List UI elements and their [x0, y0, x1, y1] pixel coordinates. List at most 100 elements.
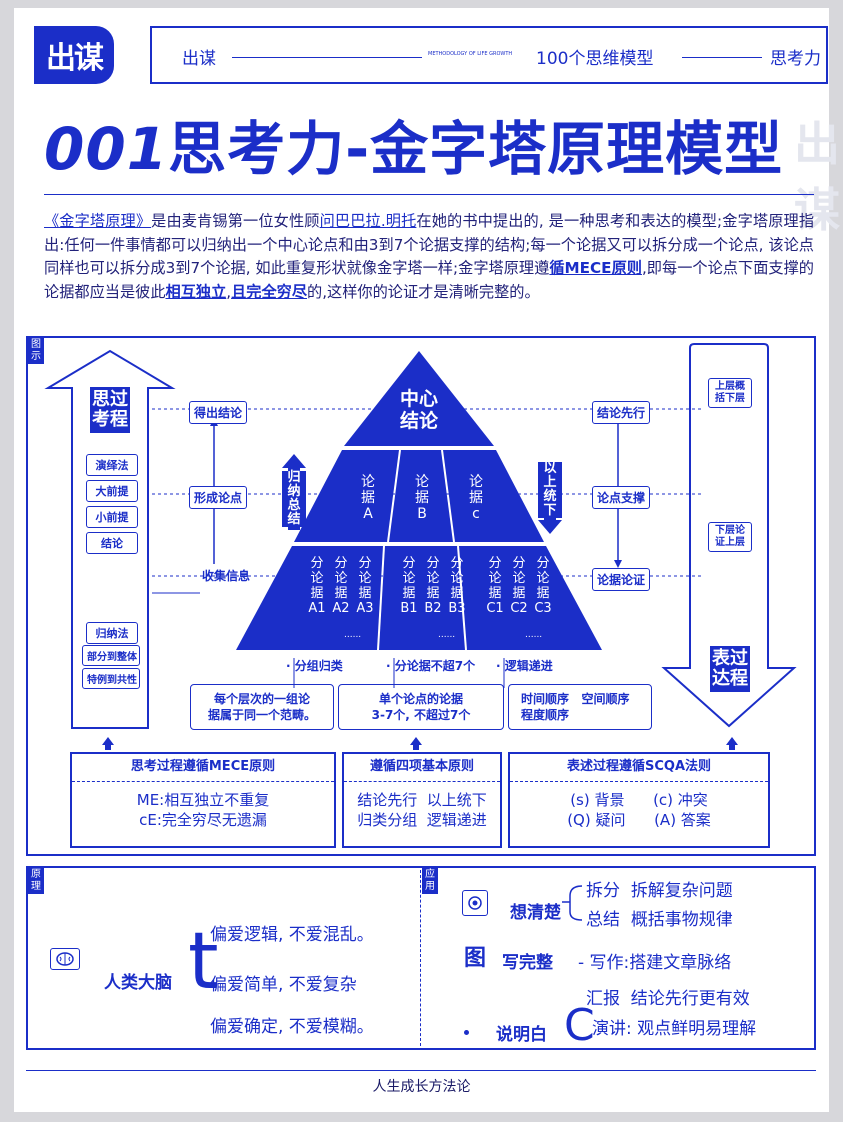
sub-box-text: 单个论点的论据 — [378, 692, 463, 706]
intro-text: 是由麦肯锡第一位女性顾 — [151, 212, 320, 230]
rule-box-body: (s) 背景 (c) 冲突 (Q) 疑问 (A) 答案 — [510, 782, 768, 830]
pyramid-base-char: 据 — [426, 586, 440, 601]
pyramid-divider — [441, 449, 455, 543]
intro-keyword-1: 相互独立 — [165, 282, 227, 301]
pyramid-mid-text: 论 — [415, 474, 429, 490]
sublabel-limit: · 分论据不超7个 — [386, 659, 476, 673]
brand-logo: 出谋 — [34, 26, 114, 84]
pyramid-divider — [387, 449, 401, 543]
method-minor-premise: 小前提 — [86, 506, 138, 528]
pyramid-base-id: C3 — [534, 601, 552, 616]
sublabel-text: 逻辑递进 — [504, 659, 553, 673]
pyramid-mid-text: 论 — [469, 474, 483, 490]
method-part-to-whole: 部分到整体 — [82, 645, 140, 666]
rule-box-scqa: 表述过程遵循SCQA法则 (s) 背景 (c) 冲突 (Q) 疑问 (A) 答案 — [508, 752, 770, 848]
brain-icon — [50, 948, 80, 970]
label-upper-summary: 上层概括下层 — [708, 378, 752, 408]
rule-box-body: 结论先行 以上统下归类分组 逻辑递进 — [344, 782, 500, 830]
principle-line-3: 偏爱确定, 不爱模糊。 — [210, 1017, 374, 1037]
pyramid-base-char: 分 — [402, 556, 416, 571]
pyramid-base-char: 论 — [334, 571, 348, 586]
sublabel-text: 分组归类 — [294, 659, 343, 673]
sub-box-category: 每个层次的一组论据属于同一个范畴。 — [190, 684, 334, 730]
pyramid-mid-text: 据 — [415, 490, 429, 506]
label-topdown: 以上统下 — [538, 462, 562, 518]
pyramid-base-char: 论 — [310, 571, 324, 586]
title-rule — [44, 194, 814, 195]
small-up-arrow — [102, 737, 114, 750]
pyramid-base-char: 分 — [512, 556, 526, 571]
pyramid-base-char: 分 — [450, 556, 464, 571]
title-number: 001 — [44, 115, 169, 183]
app-summary-key: 总结 — [586, 910, 620, 930]
footer-rule — [26, 1070, 816, 1071]
bullet-dot — [464, 1030, 469, 1035]
pyramid-base-char: 分 — [310, 556, 324, 571]
rule-box-line: (Q) 疑问 (A) 答案 — [567, 811, 711, 829]
intro-text: , — [226, 282, 232, 301]
label-collect-info: 收集信息 — [202, 569, 251, 583]
page-title: 001思考力-金字塔原理模型 — [44, 102, 783, 186]
sub-box-order: 时间顺序 空间顺序程度顺序 — [508, 684, 652, 730]
principle-brain: 人类大脑 — [104, 973, 172, 993]
app-explain: 说明白 — [496, 1025, 547, 1045]
pyramid-base-char: 分 — [488, 556, 502, 571]
diagram-frame — [26, 336, 816, 856]
pyramid-base-char: 论 — [450, 571, 464, 586]
app-summary: 总结 概括事物规律 — [586, 905, 733, 930]
pyramid-base-char: 分 — [426, 556, 440, 571]
principle-tag: 原理 — [28, 868, 44, 894]
brace-icon — [562, 885, 583, 921]
pyramid-mid-text: B — [417, 506, 427, 522]
method-deductive: 演绎法 — [86, 454, 138, 476]
pyramid-base-char: 据 — [512, 586, 526, 601]
pyramid-base-char: 论 — [488, 571, 502, 586]
intro-paragraph: 《金字塔原理》是由麦肯锡第一位女性顾问巴巴拉.明托在她的书中提出的, 是一种思考… — [44, 210, 814, 304]
pyramid-base-id: A1 — [308, 601, 326, 616]
pyramid-mid-text: 据 — [469, 490, 483, 506]
label-evidence: 论据论证 — [592, 568, 651, 591]
pyramid-base-char: 据 — [536, 586, 550, 601]
bottom-divider — [420, 870, 421, 1046]
pyramid-base-id: C2 — [510, 601, 528, 616]
pyramid-base-char: 据 — [334, 586, 348, 601]
intro-keyword-2: 且完全穷尽 — [231, 282, 308, 301]
label-inductive: 归纳总结 — [282, 471, 306, 527]
header-divider — [232, 57, 422, 58]
app-speech: 演讲: 观点鲜明易理解 — [592, 1019, 757, 1039]
app-write: 写完整 — [502, 953, 553, 973]
rule-box-line: (s) 背景 (c) 冲突 — [570, 791, 708, 809]
pyramid-dots: ...... — [438, 630, 456, 640]
pyramid-dots: ...... — [344, 630, 362, 640]
intro-term: 《金字塔原理》 — [44, 212, 152, 230]
pyramid-base-char: 论 — [358, 571, 372, 586]
sublabel-text: 分论据不超7个 — [394, 659, 476, 673]
sub-box-text: 每个层次的一组论 — [213, 692, 310, 706]
app-split: 拆分 拆解复杂问题 — [586, 876, 733, 901]
bottom-frame — [26, 866, 816, 1050]
left-arrow-title-box: 思过考程 — [90, 387, 130, 433]
rule-box-line: 结论先行 以上统下 — [357, 791, 487, 809]
pyramid-base-id: A3 — [356, 601, 374, 616]
rule-box-head: 遵循四项基本原则 — [344, 754, 500, 782]
intro-text: 的,这样你的论证才是清晰完整的。 — [307, 282, 540, 301]
pyramid-base-char: 据 — [310, 586, 324, 601]
app-big-c: C — [564, 1000, 595, 1051]
rule-box-head: 表述过程遵循SCQA法则 — [510, 754, 768, 782]
label-lower-support: 下层论证上层 — [708, 522, 752, 552]
method-major-premise: 大前提 — [86, 480, 138, 502]
principle-big-t: t — [188, 917, 219, 1007]
small-up-arrow — [726, 737, 738, 750]
rule-box-line: 归类分组 逻辑递进 — [357, 811, 487, 829]
left-arrow-title: 思过考程 — [92, 389, 128, 430]
